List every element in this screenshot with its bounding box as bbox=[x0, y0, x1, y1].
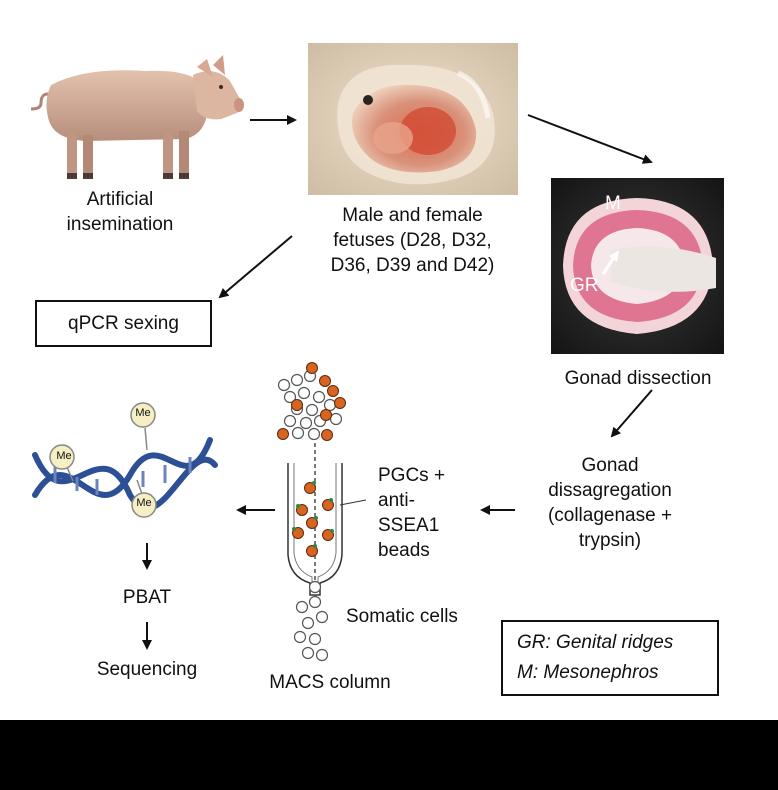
fetus-photo bbox=[308, 43, 518, 195]
qpcr-sexing-box: qPCR sexing bbox=[35, 300, 212, 347]
bottom-black-band bbox=[0, 720, 778, 790]
arrow-fetus-to-qpcr bbox=[218, 235, 293, 299]
me-label-2: Me bbox=[136, 497, 152, 509]
disaggregation-line-2: dissagregation bbox=[548, 480, 672, 501]
insemination-label: Artificial insemination bbox=[35, 187, 205, 237]
pgcs-line-4: beads bbox=[378, 540, 430, 561]
gonad-photo bbox=[551, 178, 724, 354]
gonad-dissection-label: Gonad dissection bbox=[564, 368, 712, 389]
pgcs-line-3: SSEA1 bbox=[378, 515, 440, 536]
fetuses-line-1: Male and female bbox=[342, 205, 483, 226]
flow-arrows bbox=[142, 114, 653, 650]
legend-m: M: Mesonephros bbox=[517, 662, 659, 683]
legend-box: GR: Genital ridges M: Mesonephros bbox=[501, 620, 719, 696]
fetuses-label: Male and female fetuses (D28, D32, D36, … bbox=[305, 203, 520, 278]
gonad-m-label: M bbox=[605, 193, 621, 214]
pig-image bbox=[30, 55, 244, 179]
me-label-1: Me bbox=[56, 450, 72, 462]
disaggregation-label: Gonad dissagregation (collagenase + tryp… bbox=[520, 453, 700, 553]
insemination-line-1: Artificial bbox=[86, 189, 154, 210]
pgcs-line-1: PGCs + bbox=[378, 465, 446, 486]
gonad-gr-label: GR bbox=[570, 275, 599, 296]
insemination-line-2: insemination bbox=[66, 214, 174, 235]
arrow-dissection-to-disaggregation bbox=[610, 389, 653, 438]
somatic-cells-label: Somatic cells bbox=[346, 606, 458, 627]
fetuses-line-2: fetuses (D28, D32, bbox=[333, 230, 492, 251]
pgcs-line-2: anti- bbox=[378, 490, 415, 511]
arrow-fetus-to-gonad bbox=[527, 114, 653, 164]
qpcr-sexing-label: qPCR sexing bbox=[68, 313, 179, 334]
pbat-label: PBAT bbox=[122, 587, 172, 608]
legend-gr: GR: Genital ridges bbox=[517, 632, 674, 653]
macs-column-diagram bbox=[277, 362, 367, 662]
dna-methylation-diagram bbox=[32, 402, 218, 518]
macs-column-label: MACS column bbox=[269, 672, 391, 693]
fetuses-line-3: D36, D39 and D42) bbox=[330, 255, 495, 276]
disaggregation-line-1: Gonad bbox=[581, 455, 639, 476]
sequencing-label: Sequencing bbox=[96, 659, 198, 680]
me-label-3: Me bbox=[135, 407, 151, 419]
pgcs-beads-label: PGCs + anti- SSEA1 beads bbox=[378, 463, 478, 563]
disaggregation-line-3: (collagenase + bbox=[547, 505, 673, 526]
disaggregation-line-4: trypsin) bbox=[578, 530, 642, 551]
